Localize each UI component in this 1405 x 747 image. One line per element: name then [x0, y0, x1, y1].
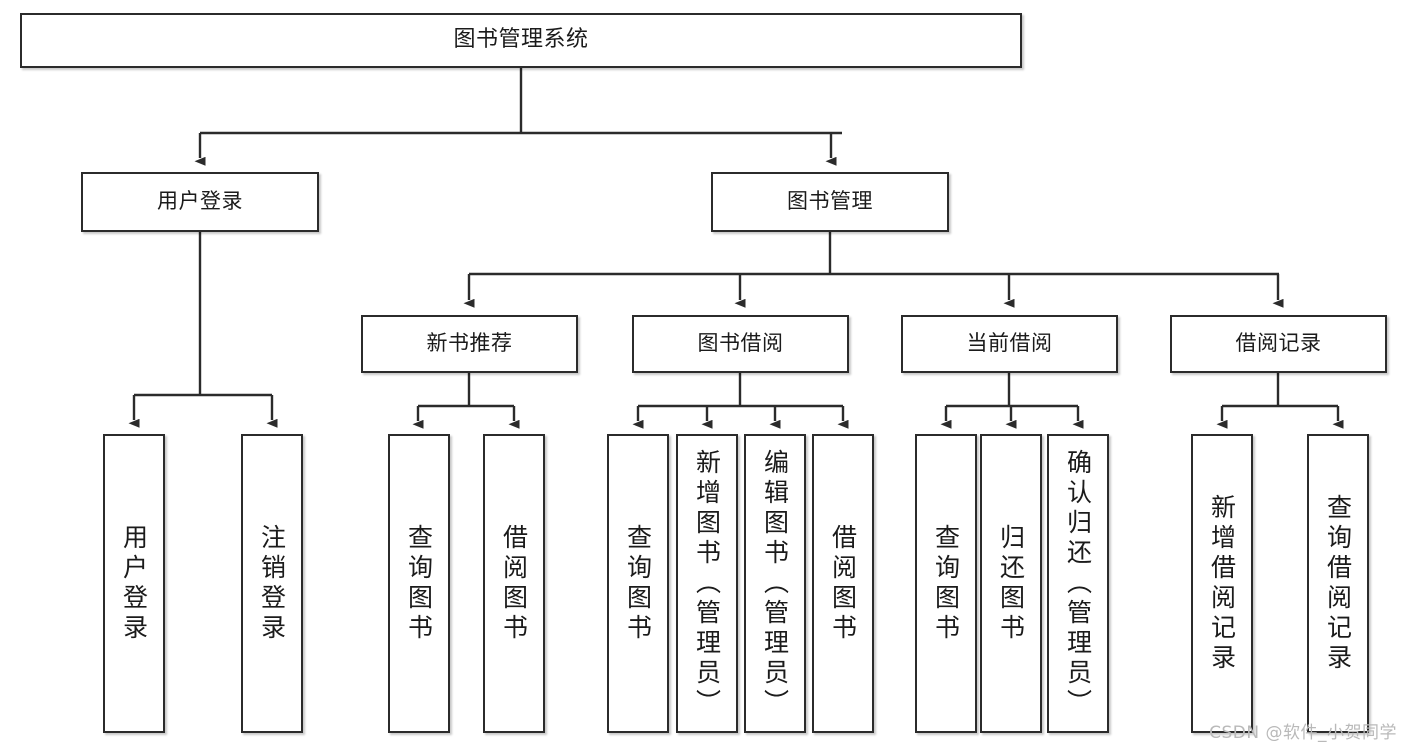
node-borrowing-record[interactable]: 借阅记录	[1170, 315, 1387, 373]
leaf-book-borrow-query-book[interactable]: 查询图书	[607, 434, 669, 733]
node-label: 当前借阅	[966, 331, 1053, 356]
node-book-management[interactable]: 图书管理	[711, 172, 949, 232]
leaf-current-borrow-confirm-return-admin[interactable]: 确认归还（管理员）	[1047, 434, 1109, 733]
node-label: 编辑图书（管理员）	[760, 448, 790, 719]
leaf-new-book-borrow-book[interactable]: 借阅图书	[483, 434, 545, 733]
leaf-current-borrow-return-book[interactable]: 归还图书	[980, 434, 1042, 733]
node-label: 查询图书	[931, 523, 961, 644]
node-label: 借阅图书	[828, 523, 858, 644]
node-label: 查询图书	[404, 523, 434, 644]
node-label: 新书推荐	[426, 331, 513, 356]
node-label: 查询借阅记录	[1323, 493, 1353, 674]
node-label: 新增借阅记录	[1207, 493, 1237, 674]
node-user-login[interactable]: 用户登录	[81, 172, 319, 232]
leaf-book-borrow-add-book-admin[interactable]: 新增图书（管理员）	[676, 434, 738, 733]
leaf-borrow-record-add-record[interactable]: 新增借阅记录	[1191, 434, 1253, 733]
node-label: 图书管理	[787, 189, 873, 214]
node-label: 借阅记录	[1235, 331, 1322, 356]
node-label: 图书借阅	[697, 331, 784, 356]
node-root-book-management-system[interactable]: 图书管理系统	[20, 13, 1022, 68]
leaf-current-borrow-query-book[interactable]: 查询图书	[915, 434, 977, 733]
node-label: 确认归还（管理员）	[1063, 448, 1093, 719]
leaf-book-borrow-borrow-book[interactable]: 借阅图书	[812, 434, 874, 733]
leaf-new-book-query-book[interactable]: 查询图书	[388, 434, 450, 733]
node-label: 用户登录	[157, 189, 243, 214]
leaf-borrow-record-query-record[interactable]: 查询借阅记录	[1307, 434, 1369, 733]
node-new-book-recommendation[interactable]: 新书推荐	[361, 315, 578, 373]
node-label: 借阅图书	[499, 523, 529, 644]
node-book-borrowing[interactable]: 图书借阅	[632, 315, 849, 373]
node-label: 新增图书（管理员）	[692, 448, 722, 719]
node-label: 查询图书	[623, 523, 653, 644]
node-label: 图书管理系统	[453, 27, 589, 53]
node-current-borrowing[interactable]: 当前借阅	[901, 315, 1118, 373]
leaf-book-borrow-edit-book-admin[interactable]: 编辑图书（管理员）	[744, 434, 806, 733]
node-label: 注销登录	[257, 523, 287, 644]
leaf-user-login-login[interactable]: 用户登录	[103, 434, 165, 733]
leaf-user-login-logout[interactable]: 注销登录	[241, 434, 303, 733]
csdn-watermark: CSDN @软件_小贺同学	[1209, 723, 1397, 743]
node-label: 归还图书	[996, 523, 1026, 644]
node-label: 用户登录	[119, 523, 149, 644]
